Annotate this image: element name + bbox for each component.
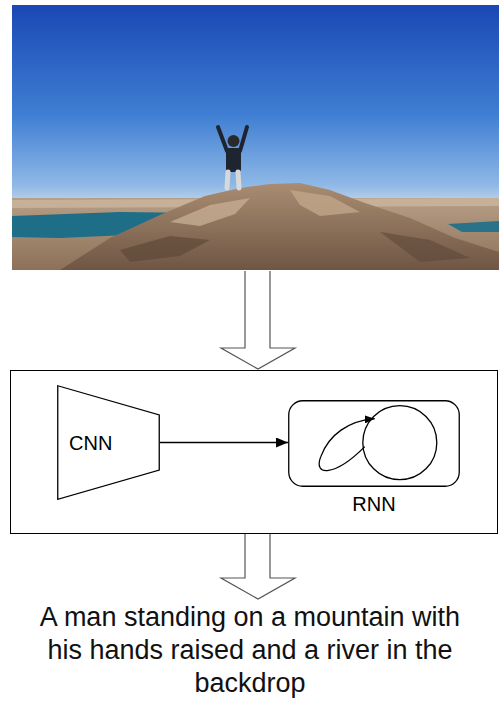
recurrent-loop — [319, 419, 375, 471]
output-caption: A man standing on a mountain with his ha… — [40, 602, 460, 698]
trapezoid — [58, 386, 160, 500]
photo — [12, 5, 499, 270]
output-caption-holder: A man standing on a mountain with his ha… — [25, 601, 475, 700]
cnn-text-holder: CNN — [69, 385, 112, 500]
node-label: RNN — [352, 493, 395, 515]
rock-light — [290, 190, 360, 216]
rnn-cell-outline — [288, 400, 460, 487]
rnn-state-circle — [363, 406, 437, 480]
rock-light — [170, 198, 250, 226]
rock-shadow — [380, 232, 470, 262]
mountain — [60, 183, 499, 270]
cnn-encoder: CNN — [57, 385, 160, 500]
flow-arrow — [221, 271, 295, 369]
sky — [12, 5, 499, 205]
connector-arrow — [160, 442, 288, 443]
lake-right — [448, 221, 499, 232]
rock-shadow — [120, 236, 210, 262]
flow-arrow — [221, 534, 295, 599]
rnn-label-holder: RNN — [288, 492, 460, 516]
person — [218, 127, 247, 188]
node-label: CNN — [69, 431, 112, 455]
rounded-rect — [289, 401, 460, 487]
model-box — [11, 371, 498, 534]
rnn-decoder: RNN — [288, 400, 460, 516]
